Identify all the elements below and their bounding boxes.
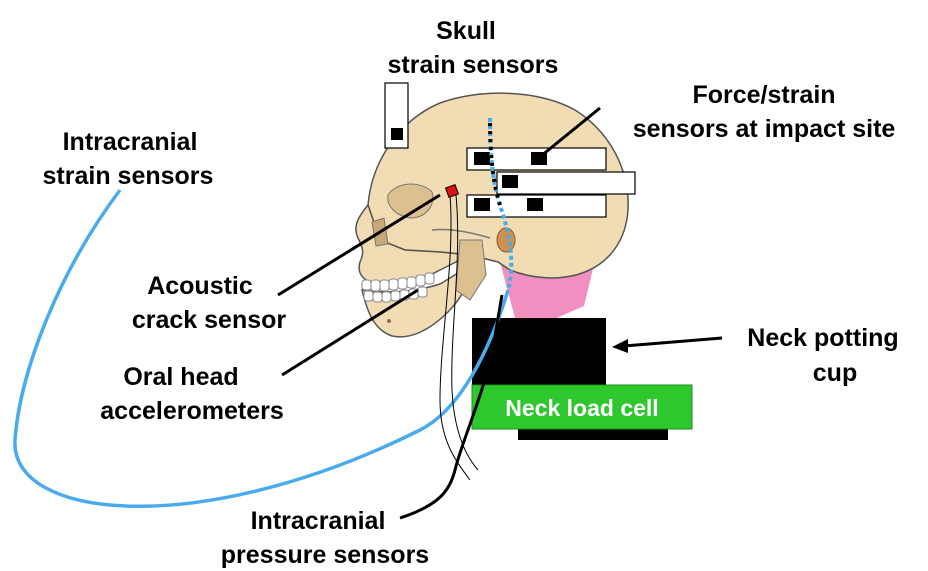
potting-cup-arrowhead: [612, 339, 628, 353]
intracranial-strain-label-line2: strain sensors: [43, 162, 214, 190]
neck-potting-label-line1: Neck potting: [747, 324, 898, 352]
skull-strain-label-line1: Skull: [436, 17, 496, 45]
pressure-sensor-label-line2: pressure sensors: [221, 541, 429, 569]
neck-potting-label-line2: cup: [813, 359, 857, 387]
neck-load-cell-label: Neck load cell: [505, 395, 658, 421]
force-strain-label-line2: sensors at impact site: [633, 115, 896, 143]
oral-accelerometers-label-line2: accelerometers: [100, 397, 283, 425]
chin-hole: [387, 319, 391, 323]
potting-cup-arrow-line: [624, 338, 722, 346]
intracranial-strain-label-line1: Intracranial: [63, 128, 198, 156]
skull-strain-label-line2: strain sensors: [388, 51, 559, 79]
skull-ramus: [456, 240, 486, 300]
oral-accelerometers-label-line1: Oral head: [123, 363, 238, 391]
acoustic-label-line2: crack sensor: [132, 306, 287, 334]
skull-strain-sensor-element: [391, 128, 403, 140]
force-strain-label-line1: Force/strain: [692, 81, 835, 109]
pressure-sensor-label-line1: Intracranial: [251, 507, 386, 535]
acoustic-label-line1: Acoustic: [147, 272, 253, 300]
